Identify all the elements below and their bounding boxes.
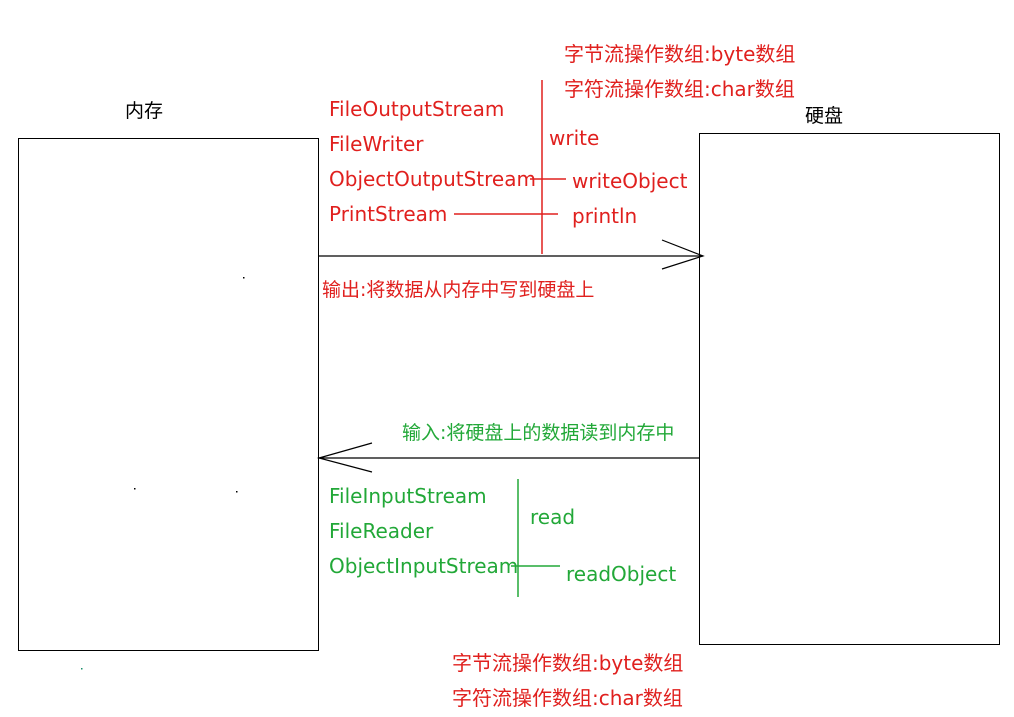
output-class-filewriter: FileWriter	[329, 132, 424, 156]
memory-box	[18, 138, 319, 651]
input-class-objectinputstream: ObjectInputStream	[329, 554, 519, 578]
stray-dot	[243, 277, 245, 279]
output-class-printstream: PrintStream	[329, 202, 448, 226]
output-method-write: write	[549, 126, 600, 150]
input-class-fileinputstream: FileInputStream	[329, 484, 487, 508]
output-arrow-head	[661, 239, 705, 270]
input-caption: 输入:将硬盘上的数据读到内存中	[402, 422, 675, 444]
disk-box	[699, 133, 1000, 645]
input-note-char: 字符流操作数组:char数组	[452, 686, 683, 710]
memory-label: 内存	[125, 100, 164, 122]
output-method-writeobject: writeObject	[572, 169, 688, 193]
input-arrow-head	[316, 442, 373, 473]
output-note-byte: 字节流操作数组:byte数组	[564, 42, 796, 66]
input-note-byte: 字节流操作数组:byte数组	[452, 651, 684, 675]
output-class-fileoutputstream: FileOutputStream	[329, 97, 505, 121]
output-caption: 输出:将数据从内存中写到硬盘上	[322, 279, 595, 301]
stray-dot	[81, 668, 83, 670]
input-method-readobject: readObject	[566, 562, 677, 586]
output-method-println: println	[572, 204, 638, 228]
disk-label: 硬盘	[805, 105, 844, 127]
output-class-objectoutputstream: ObjectOutputStream	[329, 167, 536, 191]
input-method-read: read	[530, 505, 576, 529]
stray-dot	[236, 491, 238, 493]
output-note-char: 字符流操作数组:char数组	[564, 77, 795, 101]
stray-dot	[134, 488, 136, 490]
input-class-filereader: FileReader	[329, 519, 434, 543]
